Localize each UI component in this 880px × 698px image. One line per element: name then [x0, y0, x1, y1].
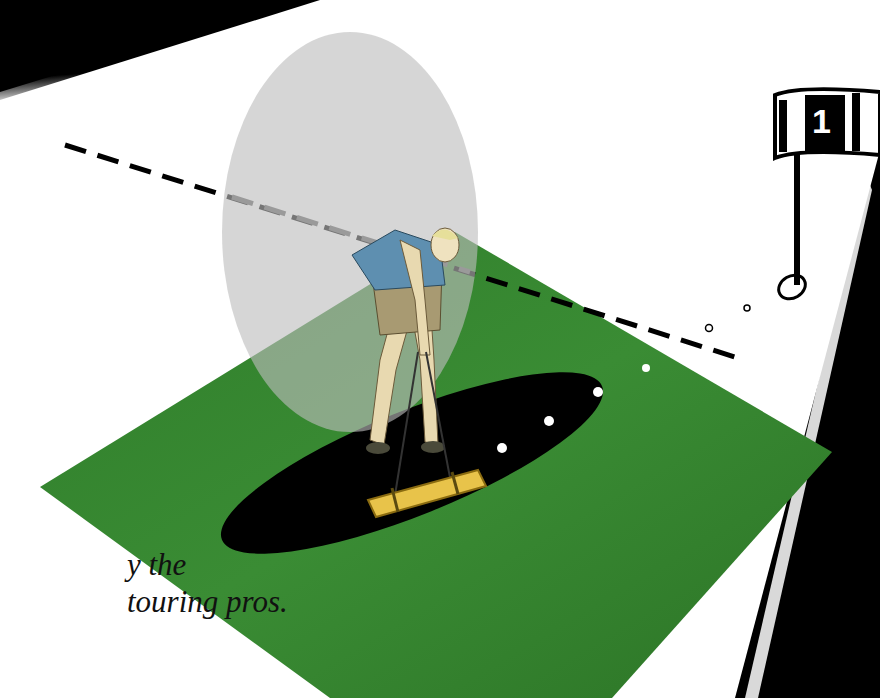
caption-text: y the	[127, 547, 186, 583]
flag-number: 1	[812, 102, 831, 141]
corner-band	[0, 0, 300, 92]
putting-green	[40, 232, 832, 698]
golfer-head	[431, 228, 459, 262]
flag-cloth	[775, 89, 880, 158]
ball-trail	[544, 416, 554, 426]
ball-trail	[593, 387, 603, 397]
ball-trail	[497, 443, 507, 453]
ball-trail	[744, 305, 750, 311]
flag-number-box	[805, 95, 845, 153]
golfer-hair	[432, 229, 458, 240]
golfer-arm	[400, 240, 430, 355]
golfer-shirt	[352, 230, 445, 290]
ball-trail	[706, 325, 713, 332]
flag-stripe	[852, 93, 860, 151]
ball-trail	[642, 364, 650, 372]
trainer-peg	[452, 472, 458, 494]
golfer-figure	[352, 228, 459, 454]
golfer-shoe	[366, 442, 390, 454]
golfer-shoe	[421, 441, 445, 453]
flag-stripe	[779, 100, 787, 152]
putting-trainer	[368, 470, 486, 517]
caption-text: touring pros.	[127, 584, 288, 620]
putter-rod	[426, 352, 452, 488]
putter-rod	[395, 352, 418, 495]
golf-hole	[774, 270, 809, 303]
swing-plane	[222, 32, 478, 432]
trainer-peg	[392, 488, 398, 512]
